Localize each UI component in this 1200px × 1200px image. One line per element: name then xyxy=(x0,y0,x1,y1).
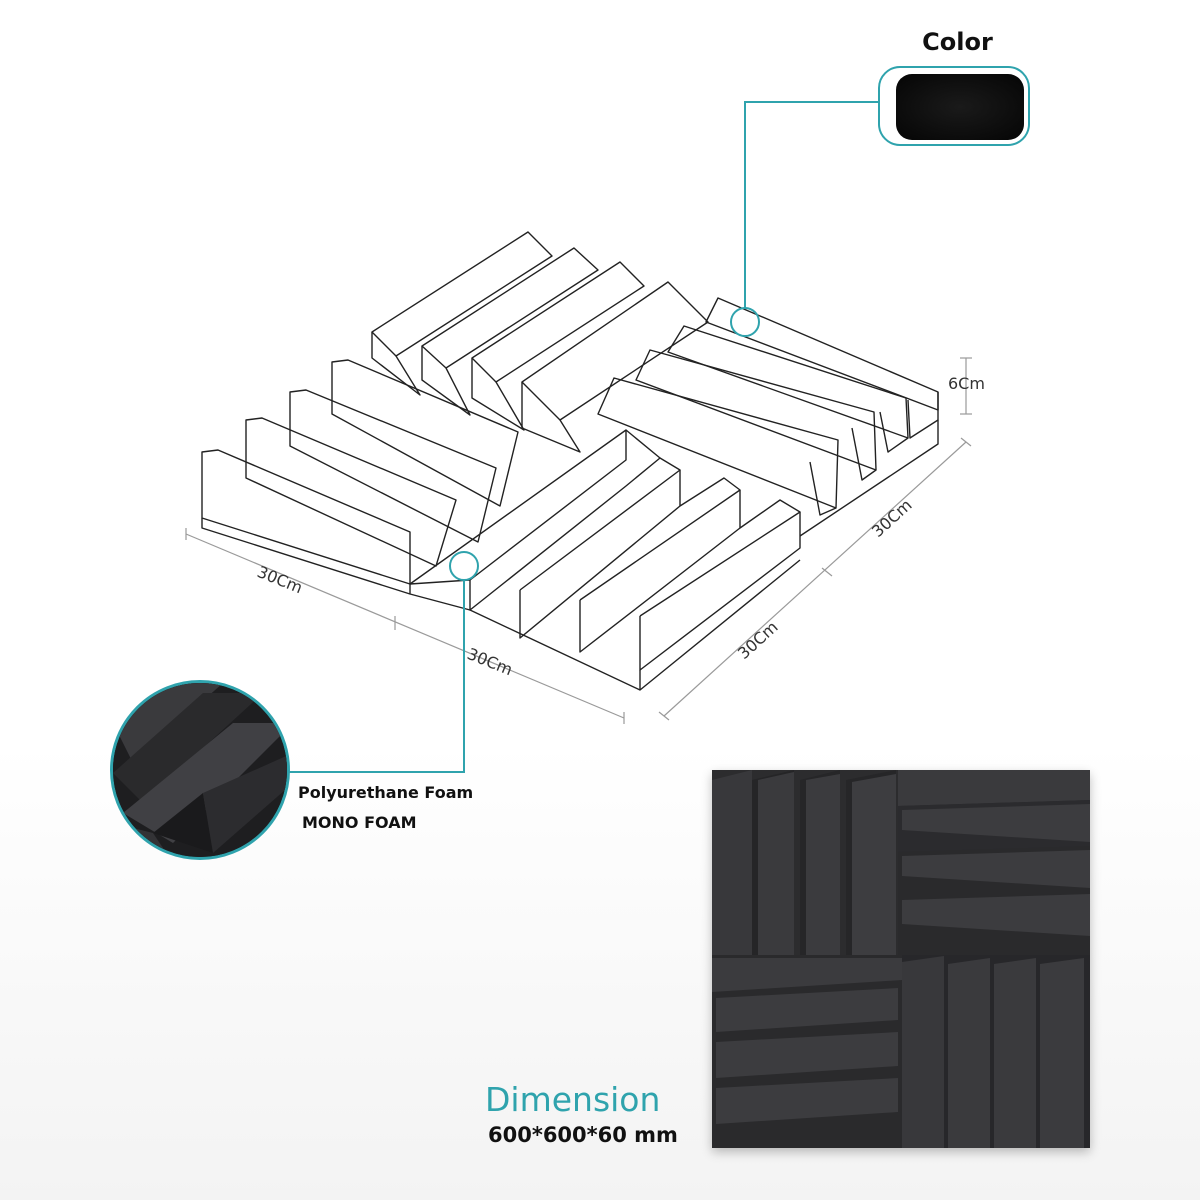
back-right-wedges xyxy=(597,297,939,537)
width-label-1: 30Cm xyxy=(255,562,306,597)
width-label-2: 30Cm xyxy=(465,644,516,679)
color-swatch-frame xyxy=(878,66,1030,146)
back-left-wedges xyxy=(371,231,709,453)
depth-label-1: 30Cm xyxy=(734,617,782,663)
product-photo xyxy=(712,770,1090,1148)
foam-closeup xyxy=(110,680,290,860)
dimension-lines xyxy=(185,357,972,724)
front-right-wedges xyxy=(409,429,801,691)
material-sublabel: MONO FOAM xyxy=(302,813,417,832)
color-swatch xyxy=(896,74,1024,140)
photo-bottom-right-fins xyxy=(902,955,1090,1148)
dimension-value: 600*600*60 mm xyxy=(488,1123,678,1147)
color-title: Color xyxy=(922,28,993,56)
depth-label-2: 30Cm xyxy=(868,495,916,541)
front-left-wedges xyxy=(201,359,519,611)
material-label: Polyurethane Foam xyxy=(298,783,474,802)
height-label: 6Cm xyxy=(948,374,985,393)
photo-top-left-fins xyxy=(712,770,896,955)
photo-bottom-left-fins xyxy=(712,955,902,1148)
callout-lines xyxy=(288,101,878,773)
photo-top-right-fins xyxy=(898,770,1090,955)
dimension-title: Dimension xyxy=(485,1080,661,1119)
